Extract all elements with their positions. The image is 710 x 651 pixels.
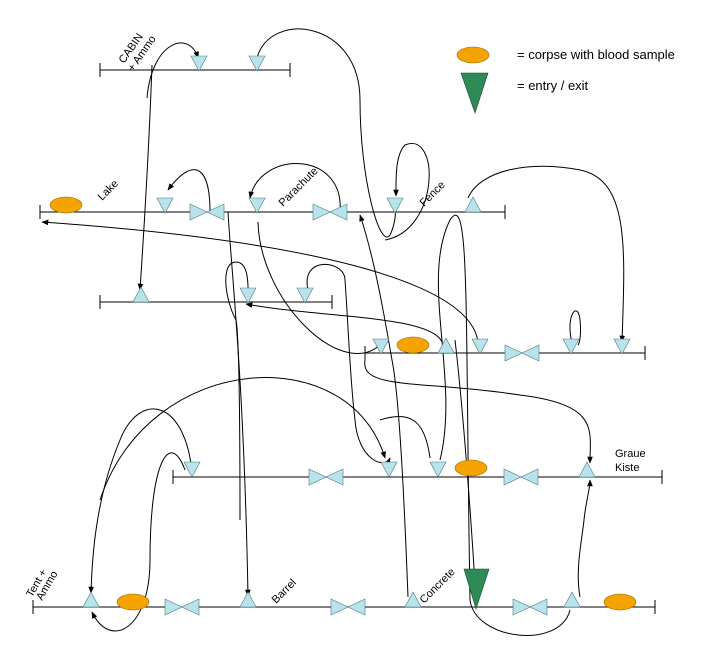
corpse-bottom-2 [603, 593, 637, 611]
label-kiste: Kiste [615, 462, 639, 474]
door-graue-3 [429, 461, 447, 478]
valve-lake-1 [189, 203, 225, 221]
path-middle-loop-b [225, 261, 241, 521]
path-middle-right [306, 263, 391, 465]
path-graue-arc [99, 377, 386, 501]
path-lake-left [41, 219, 479, 343]
floor-lines [32, 63, 663, 614]
door-right-2 [471, 338, 489, 355]
valve-bottom-1 [164, 598, 200, 616]
valve-bottom-2 [330, 598, 366, 616]
door-graue-4 [578, 461, 596, 478]
path-right-in [245, 302, 443, 343]
label-parachute: Parachute [277, 165, 321, 209]
path-cabin-down [137, 64, 153, 291]
path-fence-right [467, 165, 626, 343]
path-tent-loop [91, 452, 186, 632]
door-cabin-2 [248, 55, 266, 72]
path-graue-up [577, 479, 593, 598]
path-cabin-right [256, 28, 396, 238]
door-bottom-4 [563, 591, 581, 608]
valve-bottom-3 [512, 598, 548, 616]
label-barrel: Barrel [270, 577, 299, 606]
corpse-lake [49, 196, 83, 214]
legend-corpse-icon [456, 46, 490, 64]
label-concrete: Concrete [418, 566, 458, 606]
legend-entry-icon [460, 72, 489, 114]
valves [164, 203, 548, 616]
door-right-3 [562, 338, 580, 355]
door-graue-1 [183, 461, 201, 478]
door-lake-3 [386, 197, 404, 214]
legend: = corpse with blood sample = entry / exi… [456, 46, 675, 114]
door-lake-fence [464, 196, 482, 213]
row-lake [39, 205, 506, 219]
path-graue-right [379, 415, 431, 459]
corpse-bottom-1 [116, 593, 150, 611]
valve-right [504, 344, 540, 362]
door-right-5 [437, 337, 455, 354]
door-bottom-1 [82, 591, 100, 608]
door-bottom-3 [404, 591, 422, 608]
door-right-4 [613, 338, 631, 355]
path-lake-up [167, 169, 211, 213]
door-cabin-1 [190, 55, 208, 72]
path-fence-loop [384, 142, 430, 241]
path-cabin-in [146, 42, 199, 99]
legend-corpse-label: = corpse with blood sample [517, 47, 675, 62]
valve-graue-2 [503, 468, 539, 486]
path-right-down [364, 359, 593, 464]
path-parachute [248, 163, 341, 213]
label-graue: Graue [615, 448, 646, 460]
door-middle-2 [296, 287, 314, 304]
row-cabin [99, 63, 291, 77]
door-middle-1 [239, 287, 257, 304]
corpse-graue [454, 459, 488, 477]
path-graue-left [88, 408, 193, 594]
path-right-loop [569, 310, 582, 346]
doors [82, 55, 631, 608]
valve-lake-2 [312, 203, 348, 221]
valve-graue-1 [308, 468, 344, 486]
door-right-1 [372, 338, 390, 355]
path-concrete-up [359, 214, 409, 598]
connections [41, 28, 626, 636]
door-middle-left [132, 286, 150, 303]
door-graue-2 [380, 461, 398, 478]
legend-entry-label: = entry / exit [517, 78, 589, 93]
label-lake: Lake [96, 178, 121, 203]
path-big-loop [437, 214, 571, 636]
path-fence-up [454, 339, 477, 601]
label-fence: Fence [418, 179, 448, 209]
path-parachute-down [257, 221, 381, 354]
door-bottom-2 [239, 591, 257, 608]
corpse-right [396, 336, 430, 354]
door-lake-2 [248, 197, 266, 214]
entry-exit-marker [463, 568, 490, 611]
corpses [49, 196, 637, 611]
labels: CABIN + Ammo Lake Parachute Fence Graue … [24, 31, 645, 606]
door-lake-1 [156, 197, 174, 214]
